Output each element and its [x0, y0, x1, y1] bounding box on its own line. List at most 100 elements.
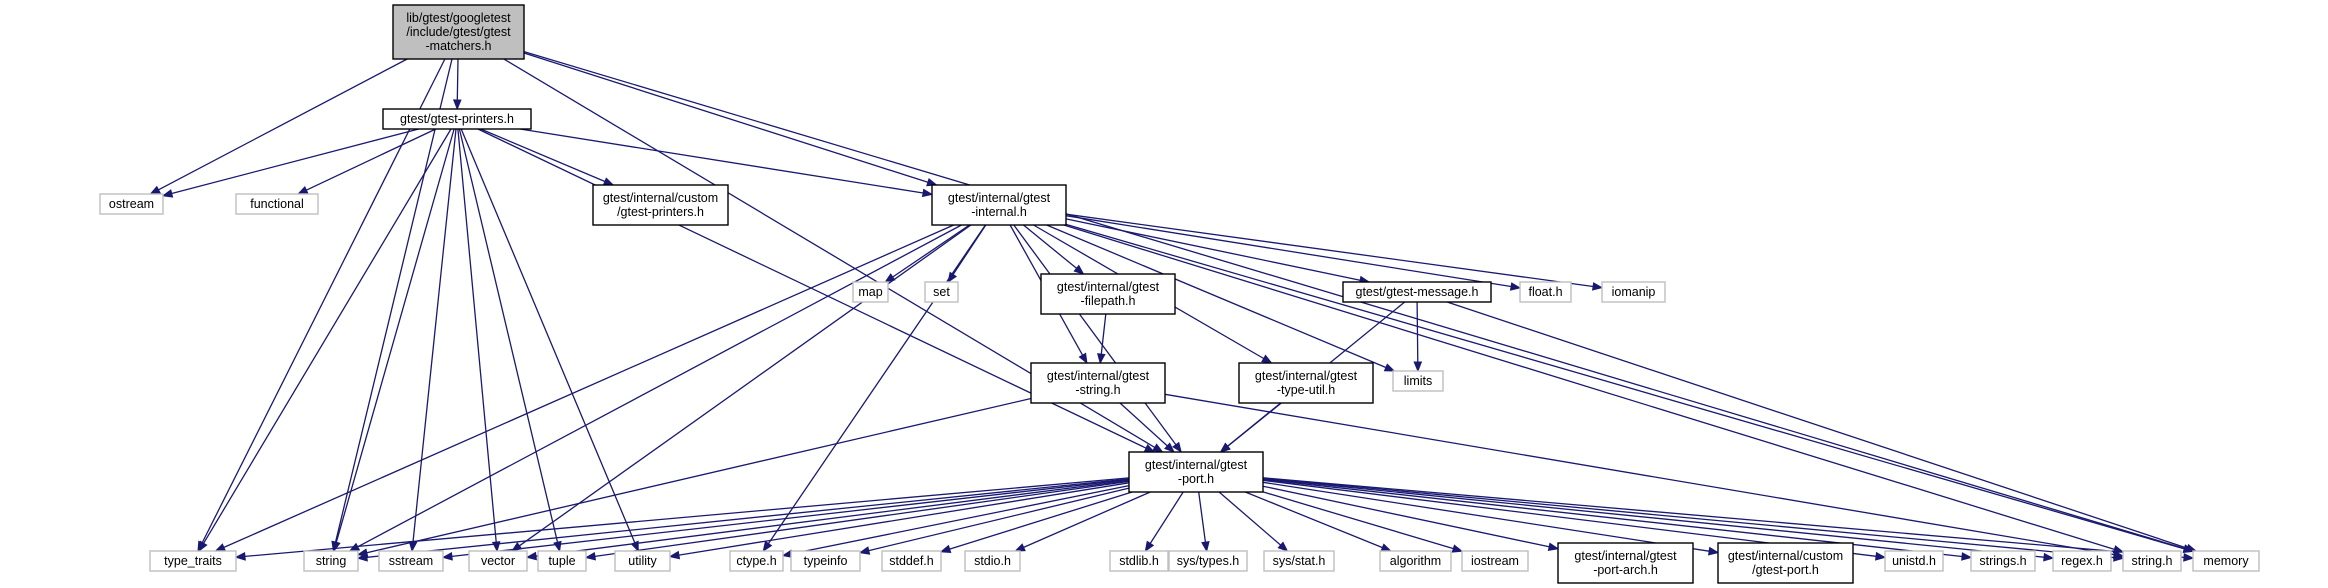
edge-printers-to-utility: [460, 128, 636, 543]
node-label-istring-0: gtest/internal/gtest: [1047, 369, 1150, 383]
node-label-portarch-0: gtest/internal/gtest: [1574, 549, 1677, 563]
edge-port-to-stringh: [1262, 477, 2115, 559]
node-functional: functional: [235, 193, 319, 215]
node-label-typeinfo-0: typeinfo: [804, 554, 848, 568]
edge-port-to-ctype: [791, 484, 1130, 555]
node-box-map: [852, 281, 889, 303]
node-label-tuple-0: tuple: [548, 554, 575, 568]
edge-internal-to-filepath: [1023, 224, 1077, 269]
node-sstream: sstream: [378, 550, 444, 572]
node-filepath[interactable]: gtest/internal/gtest-filepath.h: [1040, 273, 1176, 315]
arrowhead-port-to-iostream: [1451, 544, 1464, 553]
node-algorithm: algorithm: [1379, 550, 1452, 572]
arrowhead-root-to-printers: [452, 99, 462, 111]
edge-port-to-cport: [1262, 481, 1710, 552]
nodes-layer: lib/gtest/googletest/include/gtest/gtest…: [99, 4, 2260, 584]
node-regex: regex.h: [2052, 550, 2112, 572]
node-label-typeutil-1: -type-util.h: [1277, 383, 1335, 397]
node-sysstat: sys/stat.h: [1263, 550, 1335, 572]
edge-internal-to-memory: [1065, 223, 2185, 550]
node-tuple: tuple: [537, 550, 587, 572]
node-printers[interactable]: gtest/gtest-printers.h: [382, 108, 532, 130]
node-label-vector-0: vector: [481, 554, 515, 568]
node-istring[interactable]: gtest/internal/gtest-string.h: [1030, 362, 1166, 404]
node-label-algorithm-0: algorithm: [1390, 554, 1441, 568]
edge-port-to-memory: [1262, 477, 2185, 559]
node-root[interactable]: lib/gtest/googletest/include/gtest/gtest…: [392, 4, 525, 60]
arrowhead-printers-to-type_traits: [198, 540, 208, 553]
edge-port-to-string: [366, 478, 1130, 558]
arrowhead-port-to-tuple: [584, 551, 596, 561]
node-stdlib: stdlib.h: [1109, 550, 1169, 572]
arrowhead-port-to-strings: [1961, 552, 1973, 561]
node-utility: utility: [614, 550, 671, 572]
node-label-stddef-0: stddef.h: [889, 554, 934, 568]
arrowhead-port-to-stringh: [2113, 553, 2125, 562]
node-label-port-0: gtest/internal/gtest: [1145, 458, 1248, 472]
arrowhead-message-to-memory: [2185, 543, 2198, 553]
node-label-string-0: string: [316, 554, 347, 568]
node-label-ostream-0: ostream: [109, 197, 154, 211]
node-portarch[interactable]: gtest/internal/gtest-port-arch.h: [1557, 542, 1694, 584]
node-typeutil[interactable]: gtest/internal/gtest-type-util.h: [1238, 362, 1374, 404]
arrowhead-filepath-to-istring: [1097, 353, 1106, 365]
node-label-stringh-0: string.h: [2132, 554, 2173, 568]
edge-filepath-to-istring: [1100, 313, 1107, 355]
arrowhead-port-to-algorithm: [1380, 543, 1393, 552]
node-internal[interactable]: gtest/internal/gtest-internal.h: [931, 184, 1067, 226]
node-float: float.h: [1519, 281, 1572, 303]
edge-printers-to-string: [335, 128, 455, 543]
node-port[interactable]: gtest/internal/gtest-port.h: [1128, 451, 1264, 493]
arrowhead-typeutil-to-port: [1219, 442, 1231, 453]
node-box-type_traits: [149, 550, 237, 572]
edge-port-to-typeinfo: [868, 487, 1130, 552]
node-systypes: sys/types.h: [1168, 550, 1248, 572]
edge-internal-to-type_traits: [223, 224, 954, 548]
node-label-cprinters-0: gtest/internal/custom: [603, 191, 718, 205]
arrowhead-port-to-portarch: [1547, 542, 1560, 552]
arrowhead-internal-to-istring: [1078, 352, 1088, 365]
node-box-internal: [931, 184, 1067, 226]
node-box-message: [1342, 281, 1492, 303]
edge-port-to-sstream: [451, 478, 1130, 558]
node-box-stddef: [881, 550, 942, 572]
node-set: set: [924, 281, 959, 303]
node-label-internal-1: -internal.h: [971, 205, 1027, 219]
arrowhead-printers-to-string: [332, 540, 341, 553]
node-memory: memory: [2192, 550, 2260, 572]
node-box-float: [1519, 281, 1572, 303]
node-box-typeutil: [1238, 362, 1374, 404]
edge-port-to-systypes: [1198, 491, 1207, 543]
edge-root-to-internal: [523, 52, 929, 183]
node-message[interactable]: gtest/gtest-message.h: [1342, 281, 1492, 303]
edge-internal-to-vector: [519, 224, 972, 547]
node-label-stdlib-0: stdlib.h: [1119, 554, 1159, 568]
arrowhead-internal-to-ctype: [762, 540, 773, 553]
arrowhead-port-to-regex: [2043, 552, 2055, 562]
edge-printers-to-internal: [519, 128, 924, 194]
arrowhead-message-to-limits: [1413, 361, 1423, 373]
arrowhead-root-to-ostream: [149, 185, 161, 195]
edge-typeutil-to-port: [1227, 402, 1282, 447]
arrowhead-internal-to-map: [884, 273, 896, 283]
node-box-stdlib: [1109, 550, 1169, 572]
node-typeinfo: typeinfo: [790, 550, 861, 572]
node-label-iomanip-0: iomanip: [1612, 285, 1656, 299]
node-cprinters[interactable]: gtest/internal/custom/gtest-printers.h: [592, 184, 729, 226]
edge-root-to-string: [334, 58, 453, 543]
arrowhead-root-to-port: [1152, 443, 1164, 453]
edge-port-to-algorithm: [1245, 491, 1383, 549]
arrowhead-internal-to-port: [1172, 441, 1182, 454]
node-cport[interactable]: gtest/internal/custom/gtest-port.h: [1717, 542, 1854, 584]
arrowhead-port-to-sstream: [441, 552, 453, 561]
edge-port-to-portarch: [1262, 485, 1550, 548]
arrowhead-internal-to-typeutil: [1261, 354, 1273, 364]
node-label-istring-1: -string.h: [1075, 383, 1120, 397]
edge-internal-to-float: [1065, 215, 1512, 288]
node-box-sysstat: [1263, 550, 1335, 572]
edge-internal-to-port: [1013, 224, 1177, 446]
arrowhead-printers-to-tuple: [553, 540, 562, 553]
edge-internal-to-limits: [1046, 224, 1387, 369]
edge-port-to-regex: [1262, 478, 2045, 558]
node-label-strings-0: strings.h: [1979, 554, 2026, 568]
